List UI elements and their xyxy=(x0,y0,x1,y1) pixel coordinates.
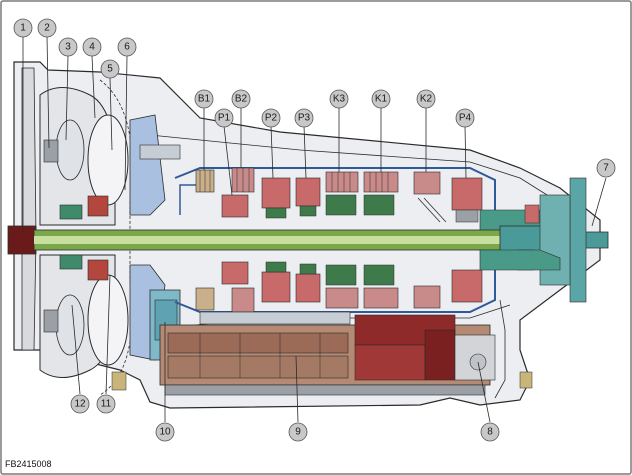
callout-1-badge xyxy=(13,18,33,38)
callout-12-badge xyxy=(70,394,90,414)
component-badge-p4 xyxy=(455,108,475,128)
callout-9: 9 xyxy=(295,427,301,438)
component-label-p4: P4 xyxy=(459,113,472,124)
callout-1: 1 xyxy=(20,23,26,34)
callout-2-badge xyxy=(37,18,57,38)
callout-6-badge xyxy=(117,37,137,57)
component-label-p3: P3 xyxy=(298,113,311,124)
component-label-k1: K1 xyxy=(375,94,388,105)
callout-12: 12 xyxy=(74,399,86,410)
callout-2: 2 xyxy=(44,23,50,34)
numbered-callouts: 1 2 3 4 5 6 7 8 9 10 11 12 xyxy=(13,18,616,442)
callout-5: 5 xyxy=(107,64,113,75)
callout-11: 11 xyxy=(101,399,112,410)
gearset-top xyxy=(174,167,561,233)
component-badge-p1 xyxy=(214,108,234,128)
component-label-b2: B2 xyxy=(235,94,248,105)
callout-4-badge xyxy=(82,37,102,57)
callout-8-badge xyxy=(480,422,500,442)
component-badge-b2 xyxy=(231,89,251,109)
callout-3: 3 xyxy=(65,42,71,53)
figure-id: FB2415008 xyxy=(5,459,52,469)
component-label-b1: B1 xyxy=(198,94,211,105)
callout-7-badge xyxy=(596,158,616,178)
callout-6: 6 xyxy=(124,42,130,53)
component-badge-k1 xyxy=(371,89,391,109)
callout-3-badge xyxy=(58,37,78,57)
valve-body xyxy=(111,311,533,396)
callout-7: 7 xyxy=(603,163,609,174)
component-label-k3: K3 xyxy=(333,94,346,105)
component-label-k2: K2 xyxy=(420,94,433,105)
component-badge-b1 xyxy=(194,89,214,109)
torque-converter xyxy=(7,67,133,396)
component-labels: B1 B2 P1 P2 P3 K3 K1 K2 P4 xyxy=(194,89,475,128)
callout-8: 8 xyxy=(487,427,493,438)
component-label-p2: P2 xyxy=(265,113,278,124)
gearset-bottom xyxy=(174,249,561,313)
component-label-p1: P1 xyxy=(218,113,231,124)
component-badge-p3 xyxy=(294,108,314,128)
callout-10-badge xyxy=(155,422,175,442)
component-badge-p2 xyxy=(261,108,281,128)
leader-lines xyxy=(22,35,607,423)
callout-11-badge xyxy=(96,394,116,414)
callout-9-badge xyxy=(288,422,308,442)
callout-10: 10 xyxy=(159,427,171,438)
component-badge-k3 xyxy=(329,89,349,109)
callout-5-badge xyxy=(100,59,120,79)
component-badge-k2 xyxy=(416,89,436,109)
callout-4: 4 xyxy=(89,42,95,53)
